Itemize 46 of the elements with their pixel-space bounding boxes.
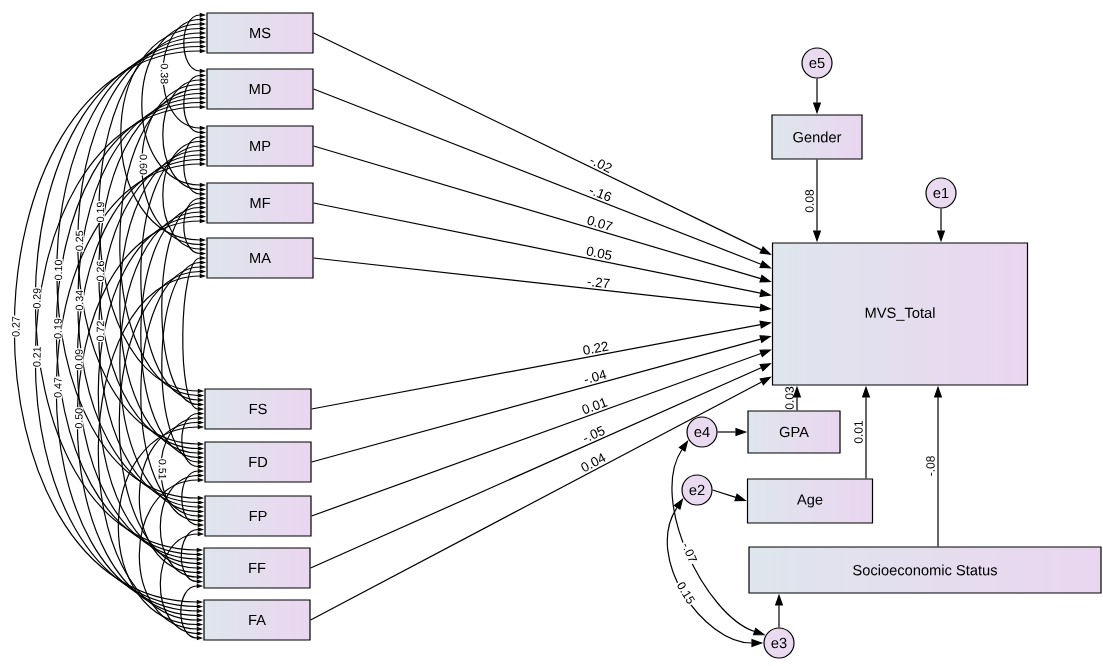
edge-label: 0.26 <box>96 261 105 281</box>
edge-label: 0.72 <box>96 321 105 341</box>
edge-label: -.04 <box>584 369 607 383</box>
edge-label: 0.03 <box>785 386 794 410</box>
edge-label: 0.07 <box>587 216 613 231</box>
edge-label: 0.19 <box>54 318 62 339</box>
variable-box: Age <box>746 478 874 524</box>
variable-box: Socioeconomic Status <box>748 546 1102 594</box>
edge-label: 0.01 <box>582 398 608 414</box>
variable-box: MS <box>206 12 314 54</box>
edge-label: -.02 <box>590 159 612 173</box>
edge-label: 0.50 <box>75 408 83 429</box>
edge-label: -.07 <box>683 543 698 561</box>
variable-box: MF <box>206 182 314 224</box>
edge-label: 0.25 <box>75 230 84 251</box>
variable-box: Gender <box>771 114 863 160</box>
edge-label: 0.05 <box>586 246 612 260</box>
edge-label: 0.34 <box>75 290 84 311</box>
variable-box: MP <box>206 125 314 167</box>
variable-box: FS <box>204 388 312 430</box>
edge-label: -.05 <box>583 425 605 441</box>
edge-label: 0.47 <box>54 377 62 398</box>
variable-box: MVS_Total <box>771 242 1029 386</box>
edge-label: 0.04 <box>581 453 606 472</box>
edge-label: 0.29 <box>33 288 41 309</box>
edge-label: 0.10 <box>54 260 63 280</box>
edge-label: -.16 <box>589 189 612 201</box>
edge-label: 0.51 <box>158 459 167 480</box>
edge-label: 0.01 <box>854 420 863 444</box>
variable-box: FF <box>203 547 311 589</box>
edge-label: 0.22 <box>583 341 609 355</box>
edge-label: 0.38 <box>160 63 169 84</box>
edge-label: -.08 <box>926 456 935 476</box>
variable-box: FA <box>203 599 311 641</box>
edge-label: 0.27 <box>12 316 20 337</box>
edge-label: -.27 <box>587 277 610 288</box>
variable-box: FD <box>204 441 312 483</box>
variable-box: MD <box>206 68 314 110</box>
variable-box: MA <box>206 237 314 279</box>
edge-label: 0.08 <box>805 189 814 213</box>
variable-box: FP <box>204 495 312 537</box>
variable-box: GPA <box>747 410 841 454</box>
edge-label: 0.19 <box>96 202 105 222</box>
edge-label: 0.21 <box>33 346 41 367</box>
edge-label: 0.60 <box>139 154 148 175</box>
edge-label: 0.09 <box>75 349 83 370</box>
